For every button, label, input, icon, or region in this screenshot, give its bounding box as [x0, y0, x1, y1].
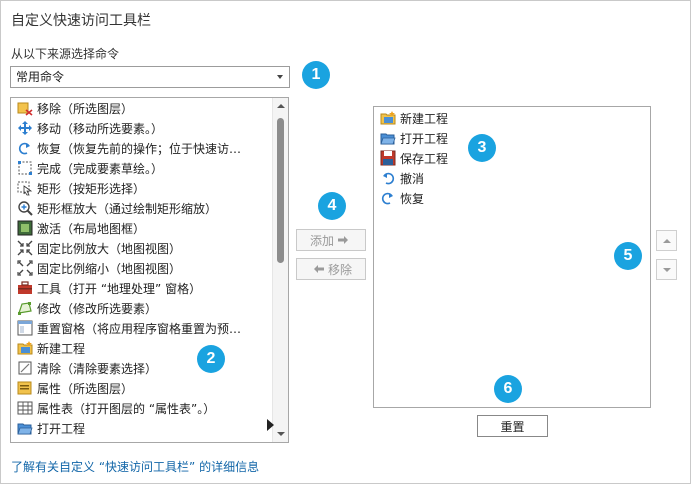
list-item[interactable]: 恢复（恢复先前的操作；位于快速访… [11, 138, 273, 158]
list-item[interactable]: 新建工程 [11, 338, 273, 358]
move-up-button[interactable] [656, 230, 677, 251]
list-item-label: 属性表（打开图层的 “属性表”。） [37, 401, 216, 416]
list-item[interactable]: 新建工程 [374, 108, 650, 128]
list-item-label: 工具（打开 “地理处理” 窗格） [37, 281, 202, 296]
list-item-label: 恢复（恢复先前的操作；位于快速访… [37, 141, 242, 156]
list-item-label: 打开工程 [400, 131, 449, 146]
scroll-thumb[interactable] [277, 118, 284, 263]
callout-badge-2: 2 [197, 345, 225, 373]
list-item[interactable]: 撤消 [374, 168, 650, 188]
callout-badge-6: 6 [494, 375, 522, 403]
list-item[interactable]: 保存工程 [374, 148, 650, 168]
list-item-label: 完成（完成要素草绘。） [37, 161, 164, 176]
command-list[interactable]: 移除（所选图层） 移动（移动所选要素。） 恢复（恢复先前的操作；位于快速访… 完… [10, 97, 289, 443]
finish-sketch-icon [17, 160, 33, 176]
modify-icon [17, 300, 33, 316]
list-item[interactable]: 矩形框放大（通过绘制矩形缩放） [11, 198, 273, 218]
submenu-arrow-icon[interactable] [267, 419, 274, 431]
list-item-label: 新建工程 [400, 111, 449, 126]
add-button[interactable]: 添加 [296, 229, 366, 251]
list-item[interactable]: 重置窗格（将应用程序窗格重置为预… [11, 318, 273, 338]
remove-button[interactable]: 移除 [296, 258, 366, 280]
list-item[interactable]: 固定比例缩小（地图视图） [11, 258, 273, 278]
list-item-label: 矩形框放大（通过绘制矩形缩放） [37, 201, 218, 216]
open-project-icon [380, 130, 396, 146]
chevron-down-icon [277, 75, 283, 79]
redo-icon [380, 190, 396, 206]
fixed-zoom-out-icon [17, 260, 33, 276]
callout-badge-3: 3 [468, 134, 496, 162]
list-item[interactable]: 移除（所选图层） [11, 98, 273, 118]
fixed-zoom-in-icon [17, 240, 33, 256]
command-source-dropdown[interactable]: 常用命令 [10, 66, 290, 88]
scroll-up-icon[interactable] [277, 104, 285, 108]
redo-icon [17, 140, 33, 156]
clear-selection-icon [17, 360, 33, 376]
callout-badge-5: 5 [614, 242, 642, 270]
zoom-rectangle-icon [17, 200, 33, 216]
save-project-icon [380, 150, 396, 166]
properties-icon [17, 380, 33, 396]
undo-icon [380, 170, 396, 186]
help-link[interactable]: 了解有关自定义 “快速访问工具栏” 的详细信息 [11, 460, 260, 474]
list-item[interactable]: 属性表（打开图层的 “属性表”。） [11, 398, 273, 418]
activate-icon [17, 220, 33, 236]
callout-badge-1: 1 [302, 61, 330, 89]
list-item-label: 保存工程 [400, 151, 449, 166]
list-item-label: 清除（清除要素选择） [37, 361, 158, 376]
list-item[interactable]: 打开工程 [11, 418, 273, 438]
remove-layer-icon [17, 100, 33, 116]
list-item-label: 矩形（按矩形选择） [37, 181, 146, 196]
list-item[interactable]: 打开工程 [374, 128, 650, 148]
list-item-label: 固定比例缩小（地图视图） [37, 261, 182, 276]
arrow-right-icon [338, 236, 348, 244]
list-item-label: 重置窗格（将应用程序窗格重置为预… [37, 321, 242, 336]
toolbox-icon [17, 280, 33, 296]
dialog-title: 自定义快速访问工具栏 [11, 13, 151, 29]
move-icon [17, 120, 33, 136]
callout-badge-4: 4 [318, 192, 346, 220]
remove-button-label: 移除 [327, 262, 352, 277]
chevron-up-icon [663, 239, 671, 243]
list-item[interactable]: 移动（移动所选要素。） [11, 118, 273, 138]
list-item-label: 打开工程 [37, 421, 86, 436]
list-item[interactable]: 矩形（按矩形选择） [11, 178, 273, 198]
list-item-label: 恢复 [400, 191, 425, 206]
attribute-table-icon [17, 400, 33, 416]
list-item[interactable]: 激活（布局地图框） [11, 218, 273, 238]
list-item[interactable]: 工具（打开 “地理处理” 窗格） [11, 278, 273, 298]
add-button-label: 添加 [309, 233, 334, 248]
command-source-value: 常用命令 [16, 70, 65, 84]
source-label: 从以下来源选择命令 [11, 47, 120, 61]
list-item-label: 固定比例放大（地图视图） [37, 241, 182, 256]
open-project-icon [17, 420, 33, 436]
list-item[interactable]: 属性（所选图层） [11, 378, 273, 398]
list-item[interactable]: 恢复 [374, 188, 650, 208]
reset-button[interactable]: 重置 [477, 415, 548, 437]
list-item[interactable]: 完成（完成要素草绘。） [11, 158, 273, 178]
chevron-down-icon [663, 268, 671, 272]
list-item[interactable]: 清除（清除要素选择） [11, 358, 273, 378]
arrow-left-icon [313, 265, 324, 273]
move-down-button[interactable] [656, 259, 677, 280]
list-item-label: 移除（所选图层） [37, 101, 134, 116]
reset-panes-icon [17, 320, 33, 336]
list-item-label: 新建工程 [37, 341, 86, 356]
new-project-icon [17, 340, 33, 356]
list-item-label: 激活（布局地图框） [37, 221, 146, 236]
command-list-scrollbar[interactable] [272, 98, 288, 442]
list-item-label: 修改（修改所选要素） [37, 301, 158, 316]
list-item[interactable]: 修改（修改所选要素） [11, 298, 273, 318]
new-project-icon [380, 110, 396, 126]
list-item[interactable]: 固定比例放大（地图视图） [11, 238, 273, 258]
quick-access-list[interactable]: 新建工程 打开工程 保存工程 撤消 恢复 [373, 106, 651, 408]
rectangle-select-icon [17, 180, 33, 196]
scroll-down-icon[interactable] [277, 432, 285, 436]
list-item-label: 撤消 [400, 171, 425, 186]
reset-button-label: 重置 [500, 419, 525, 434]
list-item-label: 移动（移动所选要素。） [37, 121, 164, 136]
list-item-label: 属性（所选图层） [37, 381, 134, 396]
